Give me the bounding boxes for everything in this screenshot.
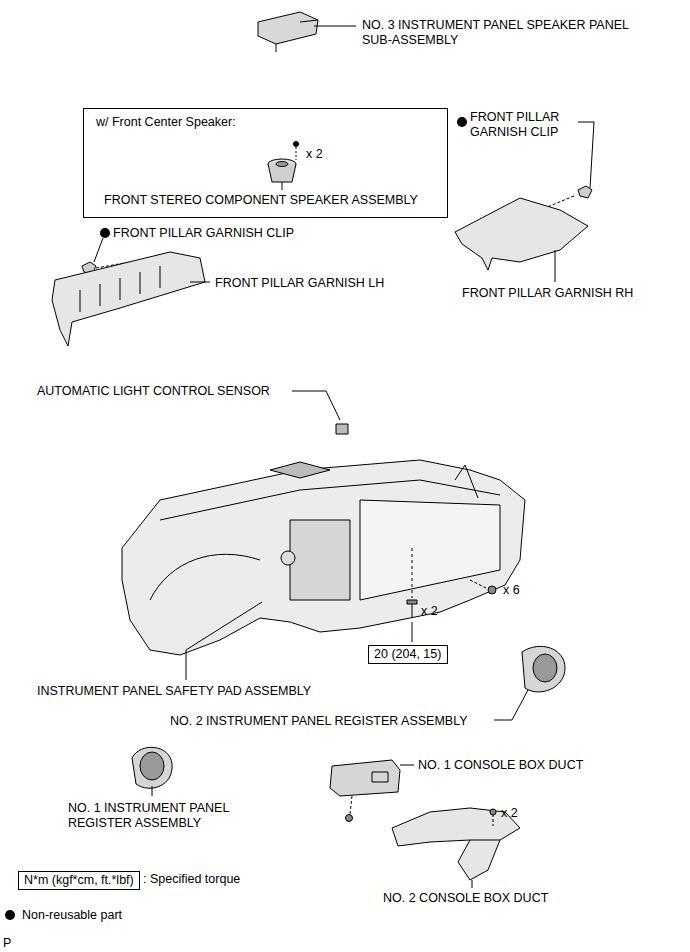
unit-box: N*m (kgf*cm, ft.*lbf): [18, 871, 140, 890]
quantity: x 6: [503, 583, 520, 598]
part-name: FRONT PILLAR GARNISH CLIP: [113, 226, 294, 241]
part-name: NO. 1 INSTRUMENT PANEL REGISTER ASSEMBLY: [68, 801, 268, 831]
part-name: INSTRUMENT PANEL SAFETY PAD ASSEMBLY: [37, 684, 311, 699]
quantity: x 2: [306, 147, 323, 162]
part-name: AUTOMATIC LIGHT CONTROL SENSOR: [37, 384, 270, 399]
legend-text: : Specified torque: [143, 872, 240, 887]
part-name: FRONT STEREO COMPONENT SPEAKER ASSEMBLY: [104, 193, 418, 208]
variant-box: w/ Front Center Speaker: x 2 FRONT STEREO …: [83, 108, 448, 218]
page-mark: P: [3, 936, 11, 951]
speaker-panel: [258, 12, 318, 44]
part-name: FRONT PILLAR GARNISH LH: [215, 276, 384, 291]
part-name: NO. 1 CONSOLE BOX DUCT: [418, 758, 583, 773]
part-name: FRONT PILLAR GARNISH RH: [462, 286, 633, 301]
torque-value: 20 (204, 15): [374, 647, 442, 662]
variant-heading: w/ Front Center Speaker:: [96, 115, 236, 130]
part-name: NO. 2 INSTRUMENT PANEL REGISTER ASSEMBLY: [170, 714, 468, 729]
unit-text: N*m (kgf*cm, ft.*lbf): [24, 873, 134, 888]
non-reusable-symbol: [5, 910, 15, 920]
part-name: NO. 2 CONSOLE BOX DUCT: [383, 891, 548, 906]
legend-text: Non-reusable part: [22, 908, 122, 923]
quantity: x 2: [501, 806, 518, 821]
torque-box: 20 (204, 15): [368, 645, 448, 664]
part-name: FRONT PILLAR GARNISH CLIP: [470, 110, 600, 140]
quantity: x 2: [421, 604, 438, 619]
part-name: NO. 3 INSTRUMENT PANEL SPEAKER PANEL SUB…: [362, 18, 637, 48]
safety-pad-illustration: [122, 460, 525, 655]
